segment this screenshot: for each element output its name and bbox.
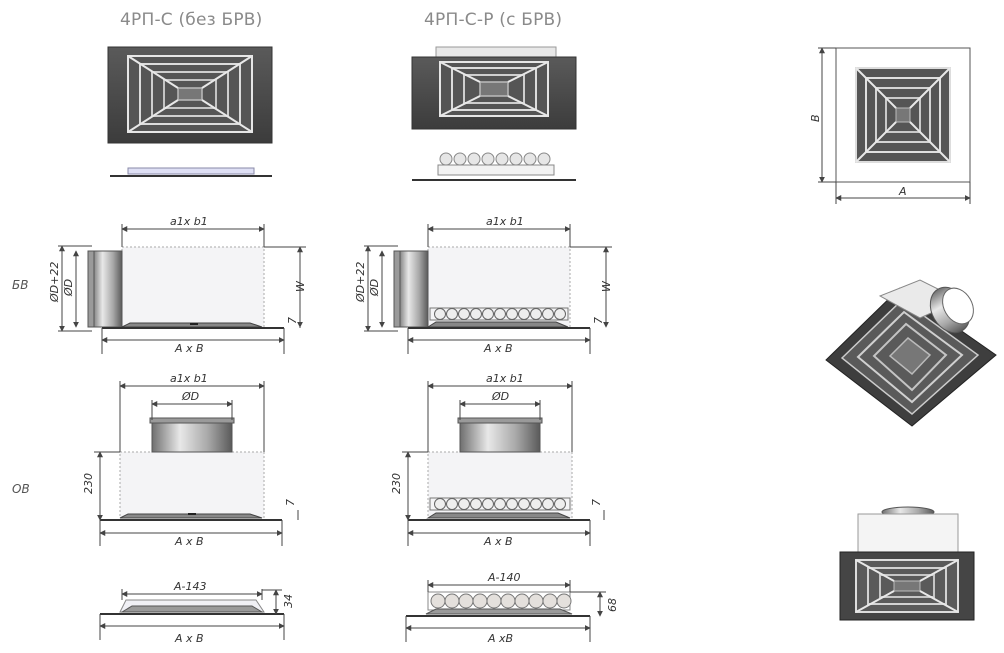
dim-7-ov-right: 7	[590, 499, 603, 506]
row-label-bv: БВ	[12, 278, 29, 292]
dim-axb-bv-right: A x B	[483, 342, 513, 355]
dim-b-plan: B	[809, 114, 822, 122]
dim-7-ov-left: 7	[284, 499, 297, 506]
dim-230-ov-right: 230	[390, 473, 403, 494]
title-without-brv: 4РП-С (без БРВ)	[120, 10, 263, 30]
grille-side-view-right	[412, 152, 576, 181]
dim-68: 68	[606, 598, 619, 612]
dim-od22-bv-right: ØD+22	[354, 262, 367, 303]
grille-side-view-left	[110, 167, 272, 177]
dim-w-bv-left: W	[294, 280, 307, 292]
title-with-brv: 4РП-С-Р (с БРВ)	[424, 10, 563, 30]
dim-a140: A-140	[487, 571, 521, 584]
ov-left-drawing	[100, 417, 282, 521]
dim-axb-ov-left: A x B	[174, 535, 204, 548]
dim-axb-profile-left: A x B	[174, 632, 204, 645]
dim-a1b1-bv-left: a1x b1	[170, 215, 208, 228]
dim-a-plan: A	[898, 185, 907, 198]
dim-od22-bv-left: ØD+22	[48, 262, 61, 303]
dim-a1b1-bv-right: a1x b1	[486, 215, 524, 228]
dim-w-bv-right: W	[600, 280, 613, 292]
isometric-view-drawing	[825, 279, 997, 427]
dim-7-bv-right: 7	[592, 317, 605, 324]
dim-od-bv-right: ØD	[368, 279, 381, 297]
dim-a1b1-ov-right: a1x b1	[486, 372, 524, 385]
dim-od-ov-right: ØD	[491, 390, 509, 403]
row-label-ov: ОВ	[12, 482, 30, 496]
dim-axb-bv-left: A x B	[174, 342, 204, 355]
dim-7-bv-left: 7	[286, 317, 299, 324]
grille-front-view-right	[411, 46, 577, 130]
grille-front-view-left	[107, 46, 273, 144]
dim-a143: A-143	[173, 580, 207, 593]
dim-od-bv-left: ØD	[62, 279, 75, 297]
profile-right-drawing	[406, 591, 590, 617]
profile-left-drawing	[100, 599, 284, 615]
ov-right-drawing	[408, 417, 590, 521]
bv-right-drawing	[393, 246, 590, 329]
plan-view-drawing	[835, 47, 971, 183]
dim-axb-ov-right: A x B	[483, 535, 513, 548]
dim-230-ov-left: 230	[82, 473, 95, 494]
dim-a1b1-ov-left: a1x b1	[170, 372, 208, 385]
dim-34: 34	[282, 594, 295, 608]
dim-axb-profile-right: A xB	[487, 632, 513, 645]
dim-od-ov-left: ØD	[181, 390, 199, 403]
bv-left-drawing	[87, 246, 284, 329]
perspective-front-drawing	[839, 506, 975, 621]
